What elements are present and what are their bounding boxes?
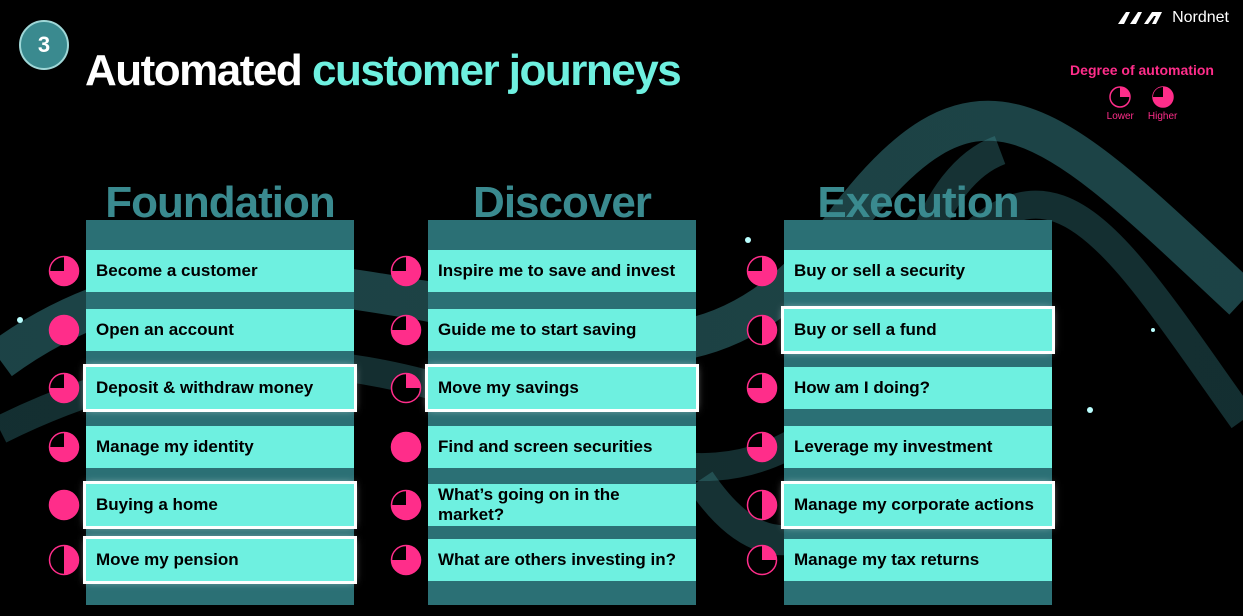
journey-item[interactable]: Inspire me to save and invest <box>428 250 696 292</box>
automation-pie-icon <box>48 372 80 404</box>
journey-item[interactable]: How am I doing? <box>784 367 1052 409</box>
pie-lower-icon <box>1109 86 1132 108</box>
journey-item-label: Leverage my investment <box>794 437 993 456</box>
journey-item-label: Deposit & withdraw money <box>96 378 314 397</box>
legend-lower: Lower <box>1107 86 1134 122</box>
automation-pie-icon <box>48 489 80 521</box>
journey-item-label: Find and screen securities <box>438 437 653 456</box>
legend-title: Degree of automation <box>1070 62 1214 78</box>
column-heading: Execution <box>817 178 1019 227</box>
journey-item[interactable]: Leverage my investment <box>784 426 1052 468</box>
journey-item[interactable]: Manage my tax returns <box>784 539 1052 581</box>
journey-item[interactable]: Guide me to start saving <box>428 309 696 351</box>
journey-item-label: Guide me to start saving <box>438 320 637 339</box>
slide-number-badge: 3 <box>19 20 69 70</box>
brand-logo: Nordnet <box>1116 9 1229 27</box>
journey-item[interactable]: Manage my identity <box>86 426 354 468</box>
journey-item[interactable]: Buying a home <box>83 481 357 529</box>
journey-item-label: Manage my corporate actions <box>794 495 1034 514</box>
journey-item[interactable]: Buy or sell a fund <box>781 306 1055 354</box>
journey-item-label: How am I doing? <box>794 378 930 397</box>
automation-pie-icon <box>390 431 422 463</box>
legend-higher: Higher <box>1148 86 1177 122</box>
pie-higher-icon <box>1151 86 1174 108</box>
journey-item[interactable]: Move my savings <box>425 364 699 412</box>
automation-pie-icon <box>48 431 80 463</box>
journey-item[interactable]: Deposit & withdraw money <box>83 364 357 412</box>
journey-item[interactable]: Manage my corporate actions <box>781 481 1055 529</box>
automation-pie-icon <box>746 489 778 521</box>
automation-pie-icon <box>746 255 778 287</box>
journey-item-label: Inspire me to save and invest <box>438 261 676 280</box>
journey-item[interactable]: What’s going on in the market? <box>428 484 696 526</box>
journey-item[interactable]: Open an account <box>86 309 354 351</box>
journey-item[interactable]: Move my pension <box>83 536 357 584</box>
journey-item-label: Buying a home <box>96 495 218 514</box>
automation-pie-icon <box>48 314 80 346</box>
journey-item-label: Open an account <box>96 320 234 339</box>
journey-item-label: Manage my tax returns <box>794 550 980 569</box>
automation-pie-icon <box>390 372 422 404</box>
journey-item-label: Manage my identity <box>96 437 254 456</box>
automation-pie-icon <box>746 544 778 576</box>
automation-pie-icon <box>390 489 422 521</box>
nordnet-logo-icon <box>1118 12 1163 24</box>
journey-item-label: Move my pension <box>96 550 239 569</box>
journey-item[interactable]: Find and screen securities <box>428 426 696 468</box>
automation-pie-icon <box>746 431 778 463</box>
journey-item-label: Become a customer <box>96 261 258 280</box>
journey-item[interactable]: Become a customer <box>86 250 354 292</box>
journey-item[interactable]: What are others investing in? <box>428 539 696 581</box>
automation-pie-icon <box>746 372 778 404</box>
page-title: Automated customer journeys <box>85 46 682 96</box>
brand-name: Nordnet <box>1172 9 1229 26</box>
automation-pie-icon <box>390 314 422 346</box>
journey-item-label: What’s going on in the market? <box>438 485 620 524</box>
column-heading: Foundation <box>105 178 336 227</box>
title-accent: customer journeys <box>312 46 682 95</box>
column-heading: Discover <box>473 178 652 227</box>
automation-pie-icon <box>390 255 422 287</box>
title-main: Automated <box>85 46 303 95</box>
automation-legend: Degree of automation Lower Higher <box>1062 62 1222 122</box>
journey-item-label: Buy or sell a fund <box>794 320 937 339</box>
journey-item[interactable]: Buy or sell a security <box>784 250 1052 292</box>
legend-higher-label: Higher <box>1147 111 1178 122</box>
journey-item-label: Buy or sell a security <box>794 261 966 280</box>
automation-pie-icon <box>746 314 778 346</box>
automation-pie-icon <box>390 544 422 576</box>
journey-item-label: Move my savings <box>438 378 579 397</box>
automation-pie-icon <box>48 544 80 576</box>
legend-lower-label: Lower <box>1106 111 1134 122</box>
automation-pie-icon <box>48 255 80 287</box>
journey-item-label: What are others investing in? <box>438 550 677 569</box>
